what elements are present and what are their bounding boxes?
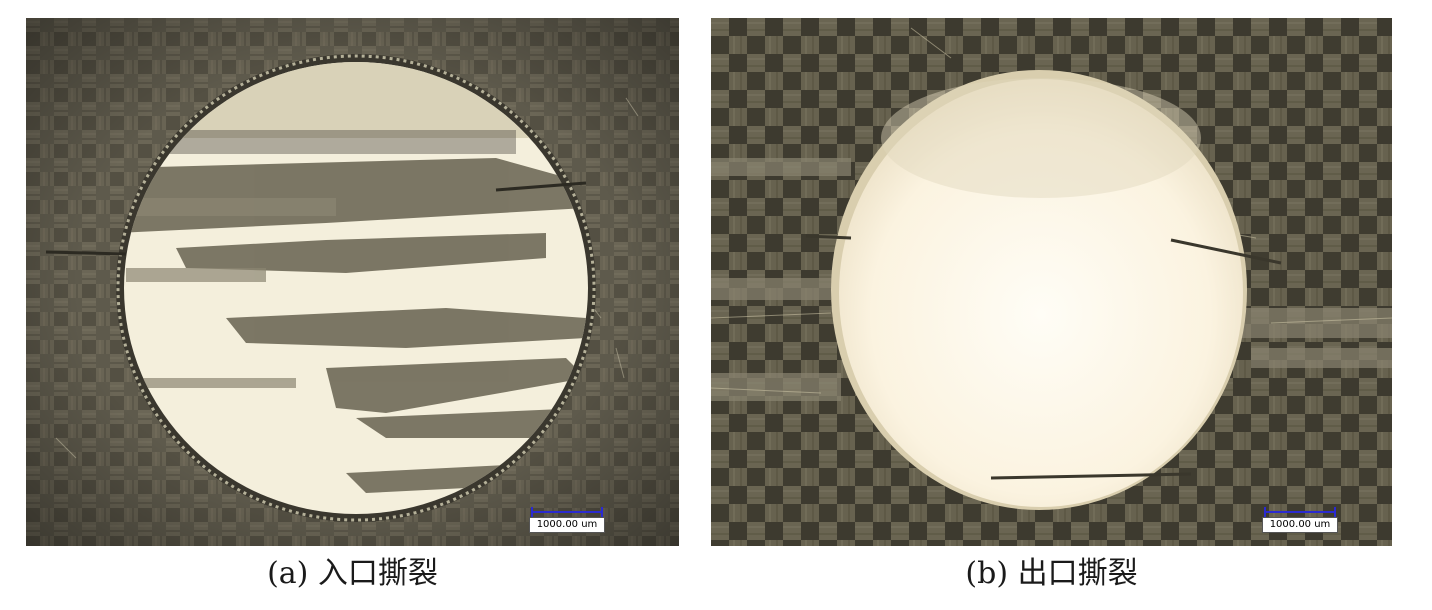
scale-bar-a: 1000.00 um <box>529 505 605 535</box>
micrograph-entrance-image <box>26 18 679 546</box>
scale-bar-b-line <box>1264 507 1336 517</box>
caption-exit-tear: (b) 出口撕裂 <box>965 556 1138 591</box>
scale-bar-a-label: 1000.00 um <box>529 517 605 533</box>
scale-bar-b: 1000.00 um <box>1262 505 1338 535</box>
scale-bar-a-line <box>531 507 603 517</box>
caption-entrance-tear: (a) 入口撕裂 <box>267 556 438 591</box>
micrograph-entrance-tear: 1000.00 um <box>26 18 679 546</box>
scale-bar-b-label: 1000.00 um <box>1262 517 1338 533</box>
micrograph-exit-image <box>711 18 1392 546</box>
micrograph-exit-tear: 1000.00 um <box>711 18 1392 546</box>
